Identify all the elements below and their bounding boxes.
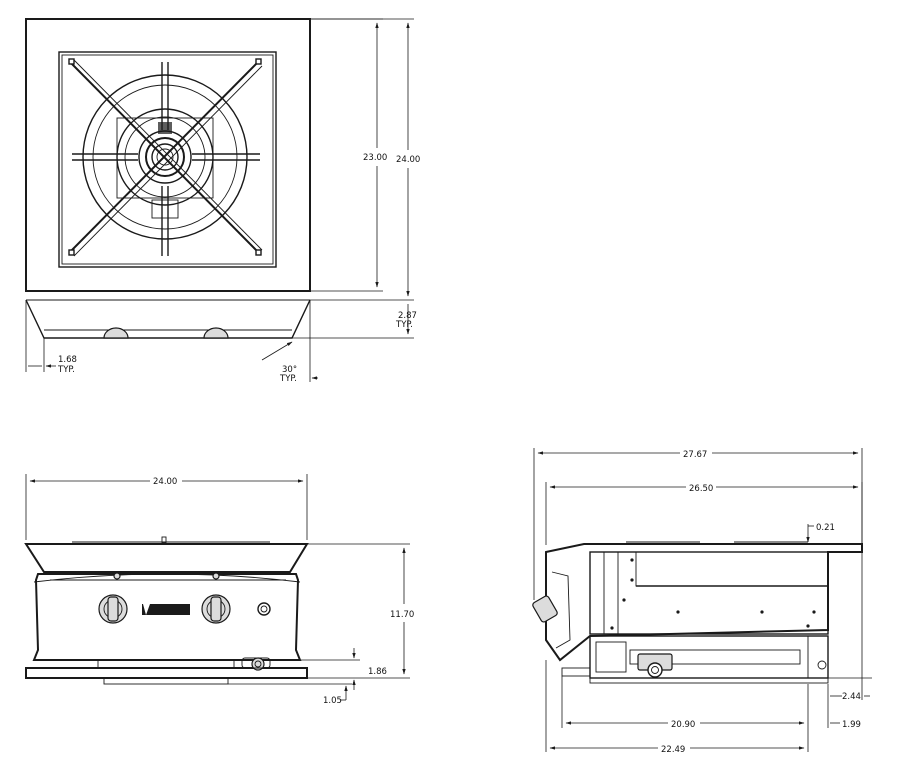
dim-front-height: 11.70 (307, 543, 414, 679)
dim-label: 1.99 (842, 720, 861, 730)
dim-inner-depth: 20.90 (561, 676, 809, 730)
control-knob-icon (201, 594, 231, 624)
dim-front-width: 24.00 (25, 474, 308, 540)
dim-body-depth: 26.50 (545, 482, 863, 545)
dim-angle: 30° TYP. (261, 299, 318, 384)
dim-label: 1.68 (58, 355, 77, 365)
gas-valve-icon (637, 653, 673, 678)
grate (68, 58, 263, 257)
control-knob-icon (98, 594, 128, 624)
control-panel (32, 573, 302, 661)
dim-rear-offset: 1.99 (827, 684, 861, 730)
dim-lip: 0.21 (806, 523, 835, 543)
dim-label: 1.86 (368, 667, 387, 677)
dim-label: 2.44 (842, 692, 861, 702)
dim-label: 0.21 (816, 523, 835, 533)
dim-label: 11.70 (390, 610, 414, 620)
dim-label: 27.67 (683, 450, 707, 460)
control-knob-icon (532, 595, 558, 623)
dim-label: 2.87 (398, 311, 417, 321)
dim-base-height: 1.86 (300, 648, 387, 690)
dim-rear-height: 2.44 (828, 552, 872, 702)
dim-label: 26.50 (689, 484, 713, 494)
dim-note: TYP. (57, 365, 75, 375)
dim-flange-offset: 1.68 TYP. (25, 300, 77, 375)
ignition-button-icon (257, 602, 271, 616)
top-view: 23.00 24.00 2.87 TYP. 1.68 TYP. (25, 18, 420, 384)
side-view: 27.67 26.50 0.21 (532, 448, 872, 755)
front-base (25, 667, 308, 679)
gas-valve-icon (241, 657, 271, 671)
front-view: 24.00 (24, 474, 414, 706)
dim-label: 20.90 (671, 720, 695, 730)
dim-note: TYP. (279, 374, 297, 384)
side-panel (589, 551, 829, 635)
logo-badge (142, 604, 190, 615)
dim-label: 30° (282, 365, 297, 375)
burner-icon (82, 74, 248, 240)
dim-label: 24.00 (153, 477, 177, 487)
top-front-lip (25, 290, 311, 339)
dim-depth-outer: 24.00 (310, 18, 420, 301)
dim-base-depth: 22.49 (545, 660, 809, 755)
top-inner-frame (58, 51, 277, 268)
dim-depth-inner: 23.00 (310, 18, 387, 292)
control-knob-icon (103, 327, 129, 339)
dim-label: 23.00 (363, 153, 387, 163)
top-inner-frame-edge (61, 54, 274, 265)
dim-label: 1.05 (323, 696, 342, 706)
control-knob-icon (203, 327, 229, 339)
dim-label: 24.00 (396, 155, 420, 165)
dim-lip-height: 2.87 TYP. (292, 304, 417, 339)
side-body (545, 543, 863, 662)
dim-base-offset: 1.05 (228, 683, 352, 706)
dim-label: 22.49 (661, 745, 685, 755)
dim-note: TYP. (395, 320, 413, 330)
dim-overall-depth: 27.67 (533, 448, 863, 600)
front-lid (24, 543, 309, 573)
